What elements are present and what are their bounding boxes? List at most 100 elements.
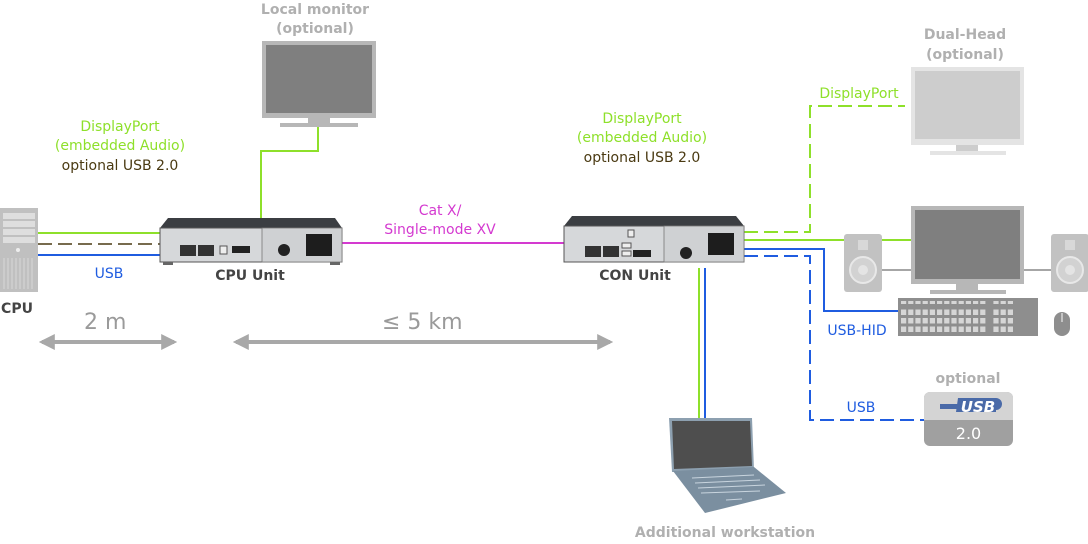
keyboard-key [958,309,964,315]
laptop-icon [669,418,786,513]
keyboard-key [929,326,935,332]
cable-usb-hid [744,248,900,312]
con-side-dp-label: DisplayPort [602,111,682,127]
keyboard-key [951,318,957,324]
keyboard-key [908,318,914,324]
dual-head-dp-label: DisplayPort [819,86,899,102]
keyboard-key [1000,309,1006,315]
keyboard-key [1000,318,1006,324]
local-monitor-title: Local monitor [260,2,370,18]
con-unit-device [563,216,745,263]
cpu-side-dp-label: DisplayPort [80,119,160,135]
dual-head-note: (optional) [926,47,1004,63]
cpu-side-audio-label: (embedded Audio) [54,138,186,154]
keyboard-key [944,326,950,332]
keyboard-key [965,326,971,332]
cpu-label: CPU [1,301,33,317]
con-side-audio-label: (embedded Audio) [576,130,708,146]
keyboard-key [922,326,928,332]
cpu-unit-label: CPU Unit [215,268,285,284]
keyboard-key [980,309,986,315]
keyboard-key [958,326,964,332]
keyboard-key [915,309,921,315]
usb-logo-text: USB [960,398,996,416]
keyboard-key [944,301,950,304]
usb-version: 2.0 [955,424,982,443]
workstation-label: Additional workstation [634,525,816,541]
cpu-side-usb-label: USB [94,266,124,282]
keyboard-key [965,301,971,304]
local-monitor-note: (optional) [276,21,354,37]
keyboard-key [922,318,928,324]
keyboard-key [993,301,999,304]
keyboard-key [993,309,999,315]
keyboard-key [944,318,950,324]
keyboard-key [901,318,907,324]
keyboard-key [951,309,957,315]
keyboard-key [951,301,957,304]
keyboard-key [901,326,907,332]
keyboard-key [915,326,921,332]
link-label-1: Cat X/ [418,203,462,219]
keyboard-key [908,309,914,315]
cable-dual-head [744,105,905,233]
keyboard-key [980,326,986,332]
keyboard-key [908,326,914,332]
keyboard-key [1000,326,1006,332]
main-monitor-icon [911,206,1024,294]
keyboard-icon [898,298,1038,336]
keyboard-key [1000,301,1006,304]
speaker-left-icon [844,234,882,292]
keyboard-key [944,309,950,315]
keyboard-key [958,301,964,304]
con-unit-label: CON Unit [599,268,671,284]
keyboard-key [929,309,935,315]
link-label-2: Single-mode XV [384,222,496,238]
keyboard-key [951,326,957,332]
keyboard-key [908,301,914,304]
keyboard-key [993,318,999,324]
keyboard-key [1007,326,1013,332]
cpu-unit-device [159,218,343,265]
keyboard-key [937,318,943,324]
keyboard-key [973,318,979,324]
cpu-tower-icon [0,208,38,292]
speaker-right-icon [1051,234,1088,292]
keyboard-key [965,318,971,324]
keyboard-key [929,318,935,324]
cable-usb-optional [744,255,924,421]
keyboard-key [901,301,907,304]
cable-local-monitor [260,127,319,218]
keyboard-key [1007,301,1013,304]
keyboard-key [937,326,943,332]
mouse-icon [1054,312,1070,336]
keyboard-key [980,318,986,324]
cpu-side-usb-opt-label: optional USB 2.0 [61,158,179,174]
distance-2m-label: 2 m [84,310,127,335]
keyboard-key [922,309,928,315]
dual-head-monitor-icon [911,67,1024,155]
dual-head-title: Dual-Head [923,27,1007,43]
keyboard-key [922,301,928,304]
keyboard-key [937,309,943,315]
keyboard-key [915,318,921,324]
keyboard-key [937,301,943,304]
keyboard-key [929,301,935,304]
keyboard-key [973,301,979,304]
keyboard-key [965,309,971,315]
keyboard-key [901,309,907,315]
usb-device-note: optional [935,371,1001,387]
usb-hid-label: USB-HID [827,323,887,339]
keyboard-key [993,326,999,332]
keyboard-key [980,301,986,304]
keyboard-key [958,318,964,324]
usb-device-icon [924,392,1013,446]
keyboard-key [1007,318,1013,324]
keyboard-key [973,326,979,332]
usb-optional-label: USB [846,400,876,416]
keyboard-key [973,309,979,315]
distance-5km-label: ≤ 5 km [382,310,463,335]
local-monitor-icon [262,41,376,127]
con-side-usb-opt-label: optional USB 2.0 [583,150,701,166]
